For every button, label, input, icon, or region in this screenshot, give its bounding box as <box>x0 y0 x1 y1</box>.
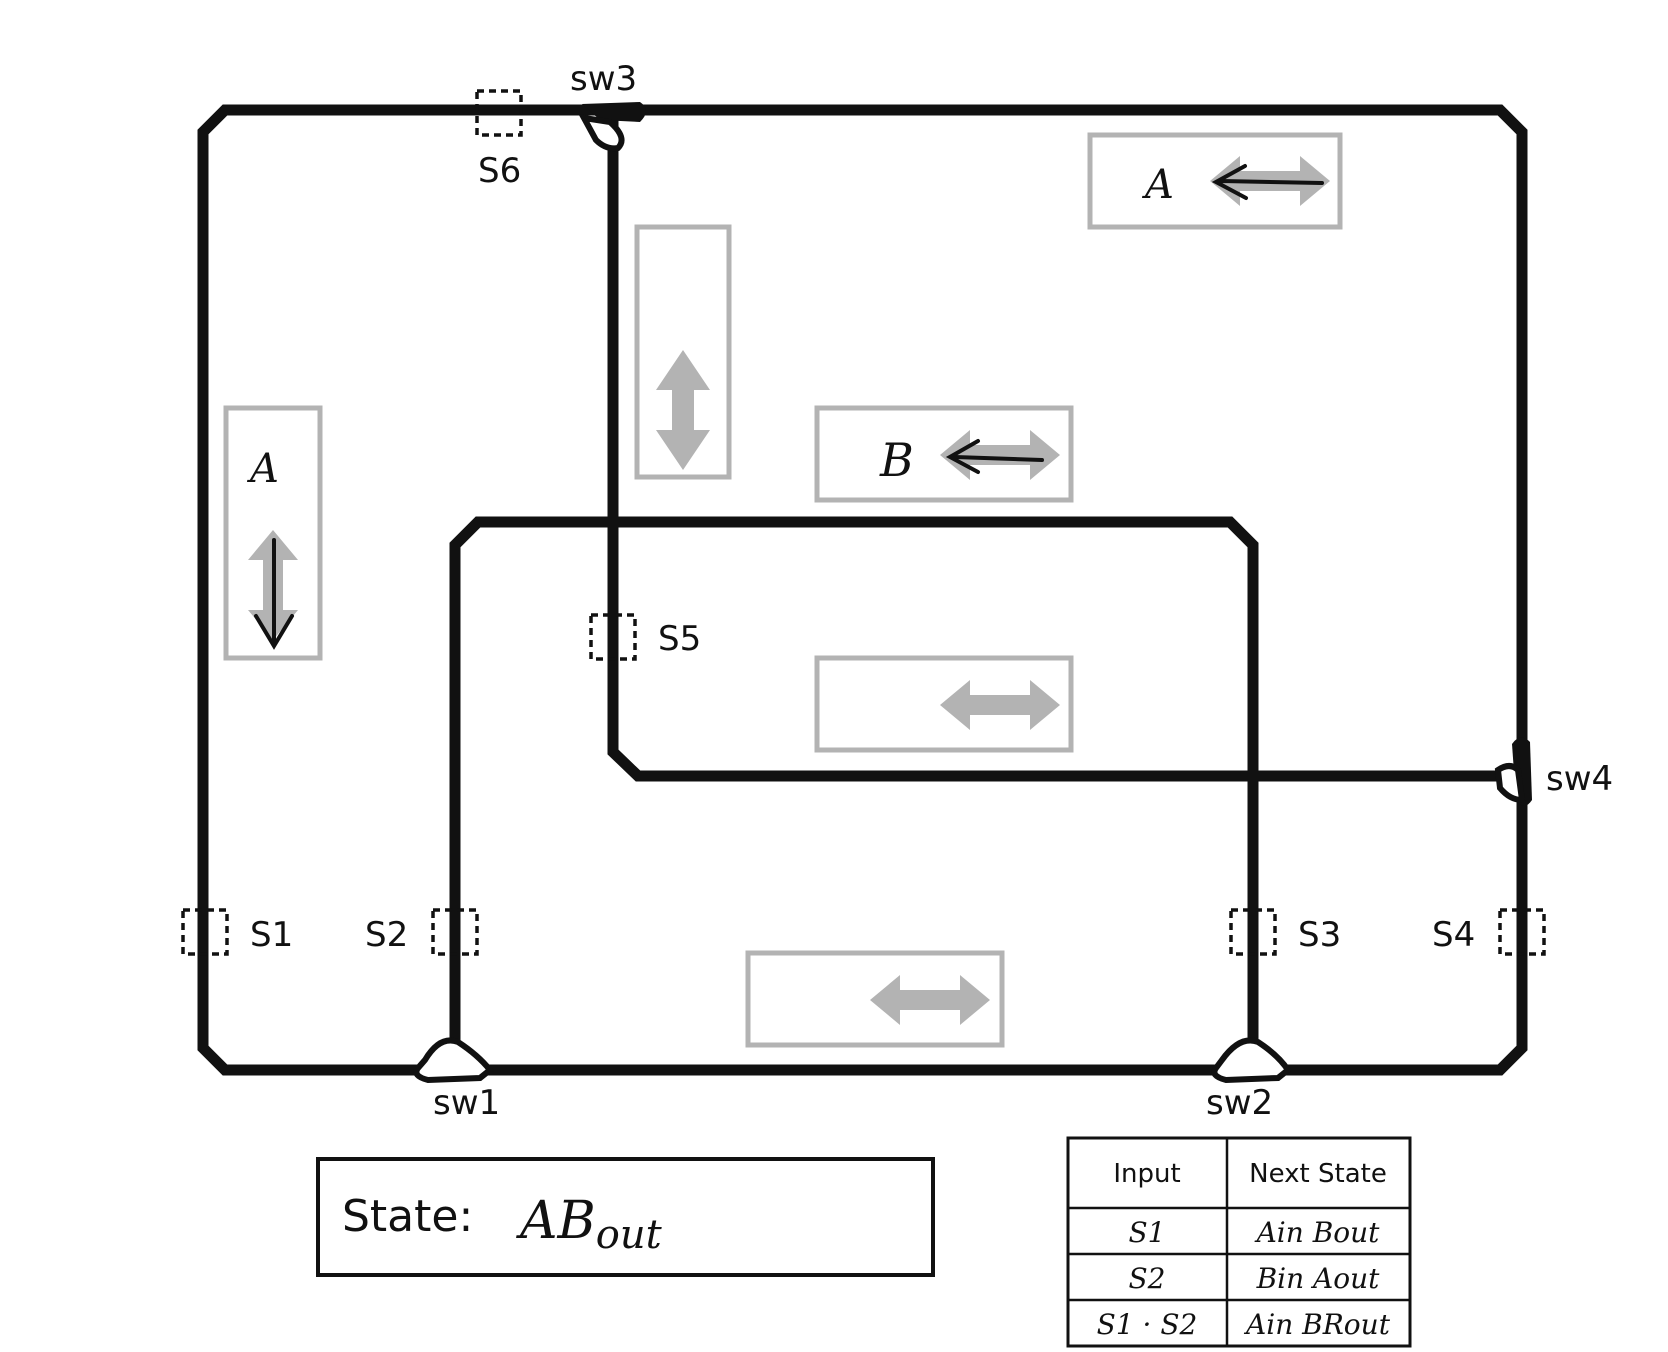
switch-sw4-label: sw4 <box>1546 759 1613 799</box>
switch-sw2[interactable] <box>1211 1037 1293 1084</box>
hand-arrow-left-icon <box>945 439 1044 474</box>
inner-loop-track <box>449 516 1259 1070</box>
sensor-s6-label: S6 <box>478 151 521 191</box>
state-value-main: AB <box>516 1191 596 1251</box>
table-header-input: Input <box>1113 1159 1180 1189</box>
double-arrow-icon <box>870 975 990 1025</box>
double-arrow-vertical-icon <box>656 350 710 470</box>
switch-sw4[interactable] <box>1494 737 1532 806</box>
sensor-s6[interactable] <box>475 89 523 137</box>
train-box-center[interactable]: B <box>814 405 1074 503</box>
hand-arrow-down-icon <box>254 538 294 650</box>
table-header-next-state: Next State <box>1249 1159 1387 1189</box>
switch-sw1-label: sw1 <box>433 1083 500 1123</box>
train-box-vertical-center[interactable] <box>634 224 732 480</box>
table-row-1-input: S1 <box>1129 1216 1166 1249</box>
sensor-s3[interactable] <box>1229 908 1277 956</box>
sensor-s2[interactable] <box>431 908 479 956</box>
table-row-3-next: Ain BRout <box>1243 1308 1391 1341</box>
train-box-bottom[interactable] <box>745 950 1005 1048</box>
switch-sw1[interactable] <box>413 1037 495 1084</box>
train-box-lower-center[interactable] <box>814 655 1074 753</box>
sensor-s4[interactable] <box>1498 908 1546 956</box>
switch-sw3-label: sw3 <box>570 59 637 99</box>
transition-table: Input Next State S1 Ain Bout S2 Bin Aout… <box>1066 1136 1412 1348</box>
train-label-center: B <box>879 433 914 487</box>
outer-loop-track <box>197 104 1528 1076</box>
sensor-s5[interactable] <box>589 613 637 661</box>
table-row-2-input: S2 <box>1129 1262 1166 1295</box>
sensor-s2-label: S2 <box>365 915 408 955</box>
hand-arrow-left-icon <box>1211 164 1324 200</box>
sensor-s4-label: S4 <box>1432 915 1475 955</box>
train-label-top-right: A <box>1141 162 1174 208</box>
switch-sw2-label: sw2 <box>1206 1083 1273 1123</box>
double-arrow-icon <box>940 430 1060 480</box>
train-label-left: A <box>246 446 279 492</box>
sensor-s5-label: S5 <box>658 619 701 659</box>
state-label: State: <box>342 1191 473 1242</box>
state-value: ABout <box>516 1191 663 1258</box>
table-row-3-input: S1 · S2 <box>1097 1308 1198 1341</box>
sensor-s1-label: S1 <box>250 915 293 955</box>
sensor-s3-label: S3 <box>1298 915 1341 955</box>
sensor-s1[interactable] <box>181 908 229 956</box>
table-row-1-next: Ain Bout <box>1254 1216 1381 1249</box>
train-box-left[interactable]: A <box>223 405 323 661</box>
double-arrow-icon <box>940 680 1060 730</box>
switch-sw3[interactable] <box>578 102 646 152</box>
state-panel: State: ABout <box>316 1157 935 1277</box>
train-box-top-right[interactable]: A <box>1087 132 1343 230</box>
table-row-2-next: Bin Aout <box>1256 1262 1381 1295</box>
state-value-sub: out <box>596 1212 663 1258</box>
crossover-track <box>607 110 1522 782</box>
